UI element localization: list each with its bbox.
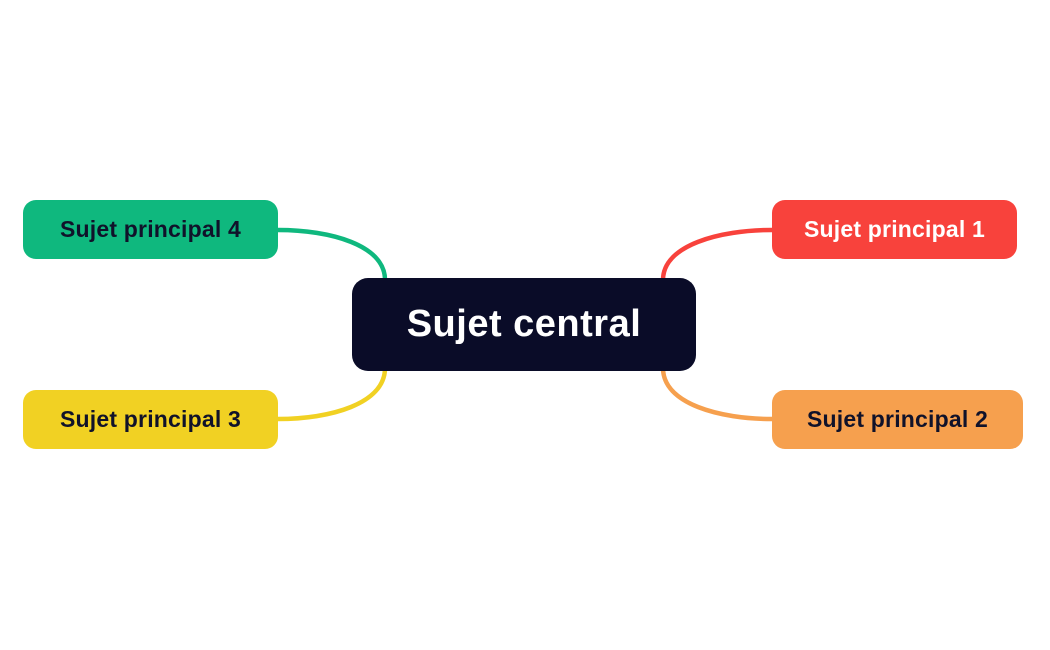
connector-branch-1: [660, 227, 775, 283]
topic-node-3[interactable]: Sujet principal 3: [23, 390, 278, 449]
topic-node-2-label: Sujet principal 2: [806, 406, 989, 432]
topic-node-4[interactable]: Sujet principal 4: [23, 200, 278, 259]
topic-node-2[interactable]: Sujet principal 2: [772, 390, 1023, 449]
connector-branch-3: [275, 365, 388, 422]
topic-node-3-label: Sujet principal 3: [59, 406, 242, 432]
topic-node-1[interactable]: Sujet principal 1: [772, 200, 1017, 259]
connector-branch-4: [275, 227, 388, 283]
topic-node-4-label: Sujet principal 4: [59, 216, 242, 242]
central-topic-node[interactable]: Sujet central: [352, 278, 696, 371]
central-topic-label: Sujet central: [406, 303, 642, 345]
topic-node-1-label: Sujet principal 1: [803, 216, 986, 242]
connector-branch-2: [660, 365, 775, 422]
